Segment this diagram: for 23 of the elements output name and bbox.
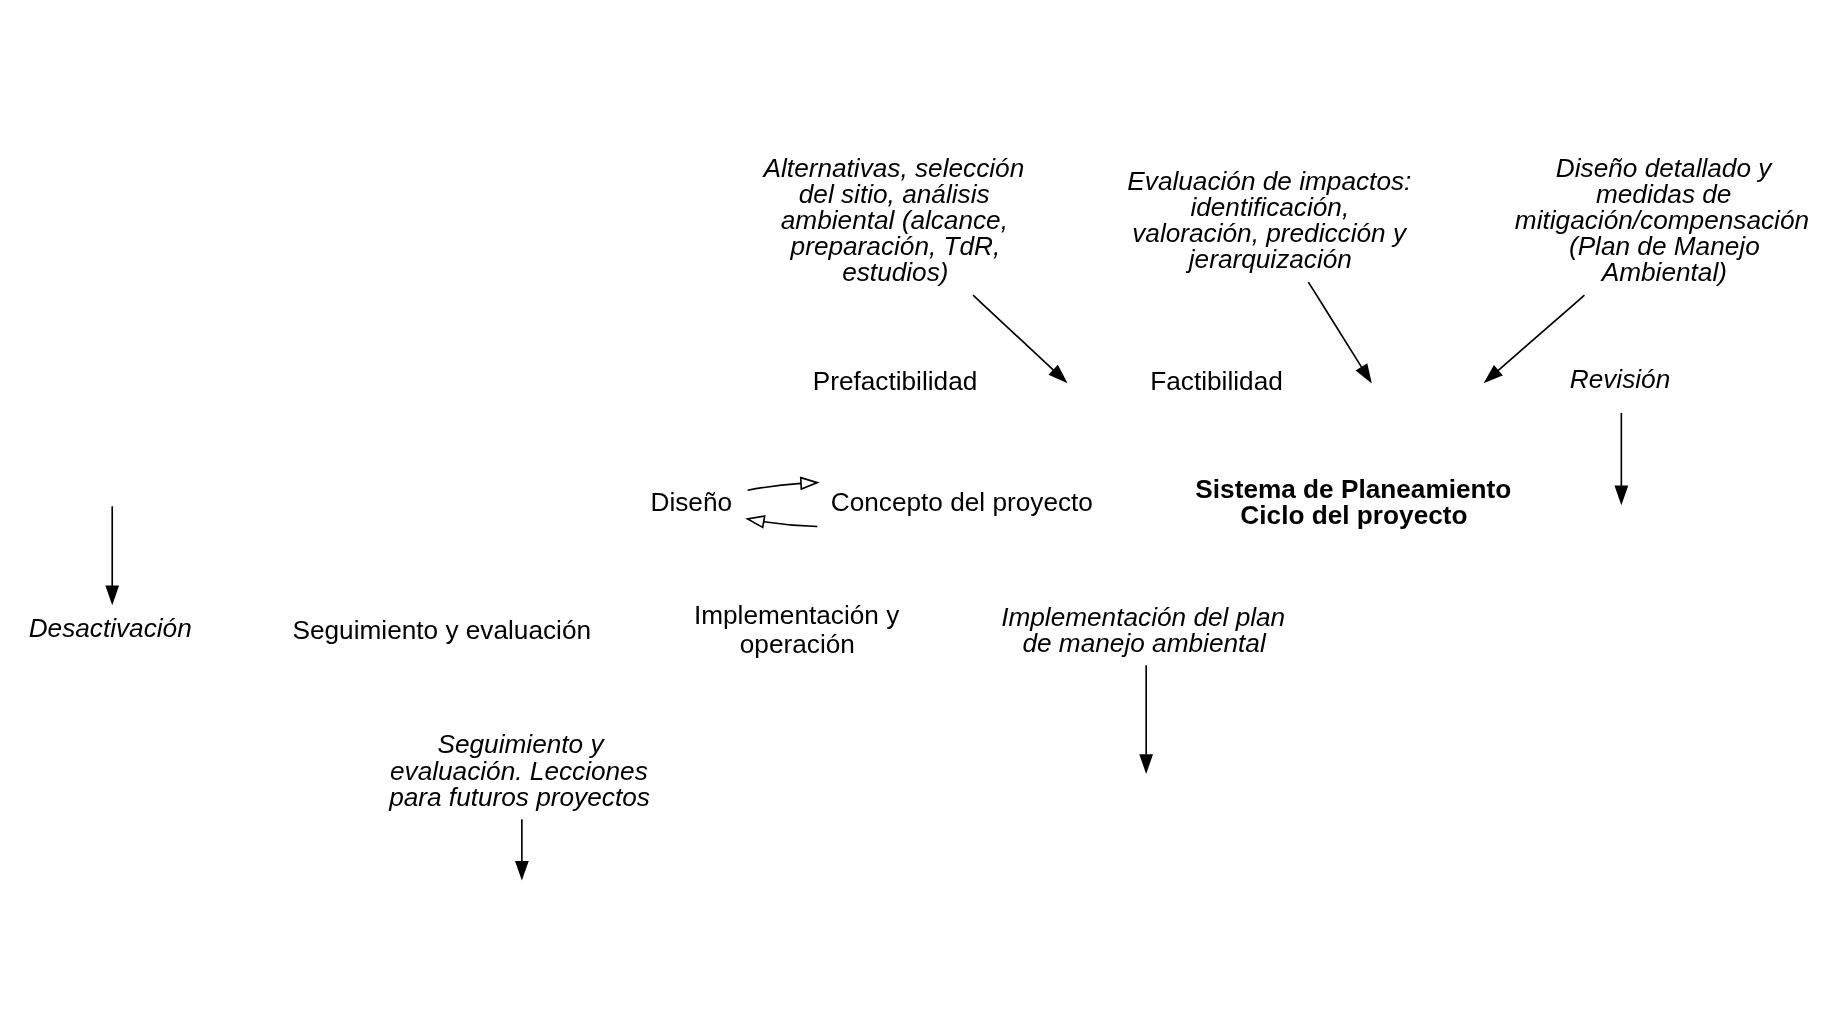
node-text: Diseño (650, 486, 732, 517)
arrow (1307, 281, 1372, 384)
arrow (1613, 412, 1628, 506)
node-text: Seguimiento y evaluación. Lecciones para futuros proyectos (388, 729, 650, 812)
arrow (514, 818, 529, 881)
label: Factibilidad (1149, 365, 1283, 396)
node-text: Revisión (1569, 363, 1670, 394)
arrow (1138, 664, 1153, 774)
node-text: Implementación del plan de manejo ambiental (1000, 601, 1285, 658)
node-text: Evaluación de impactos: identificación, valoración, predicción y jerarquización (1126, 165, 1411, 275)
arrow (104, 505, 119, 606)
label: Implementación y operación (693, 599, 899, 660)
label: Prefactibilidad (812, 365, 977, 396)
label: Seguimiento y evaluación (291, 614, 591, 645)
arrow (1483, 294, 1585, 384)
arrow (744, 515, 818, 529)
node-text: Alternativas, selección del sitio, análisis ambiental (alcance, preparación, TdR, estudios) (763, 152, 1024, 288)
node-text: Concepto del proyecto (830, 486, 1093, 517)
arrow (746, 476, 820, 492)
label: Sistema de Planeamiento Ciclo del proyecto (1194, 473, 1511, 530)
node-text: Diseño detallado y medidas de mitigación/compensación (Plan de Manejo Ambiental) (1514, 152, 1809, 288)
node-text: Desactivación (28, 612, 192, 643)
arrow (971, 294, 1068, 384)
